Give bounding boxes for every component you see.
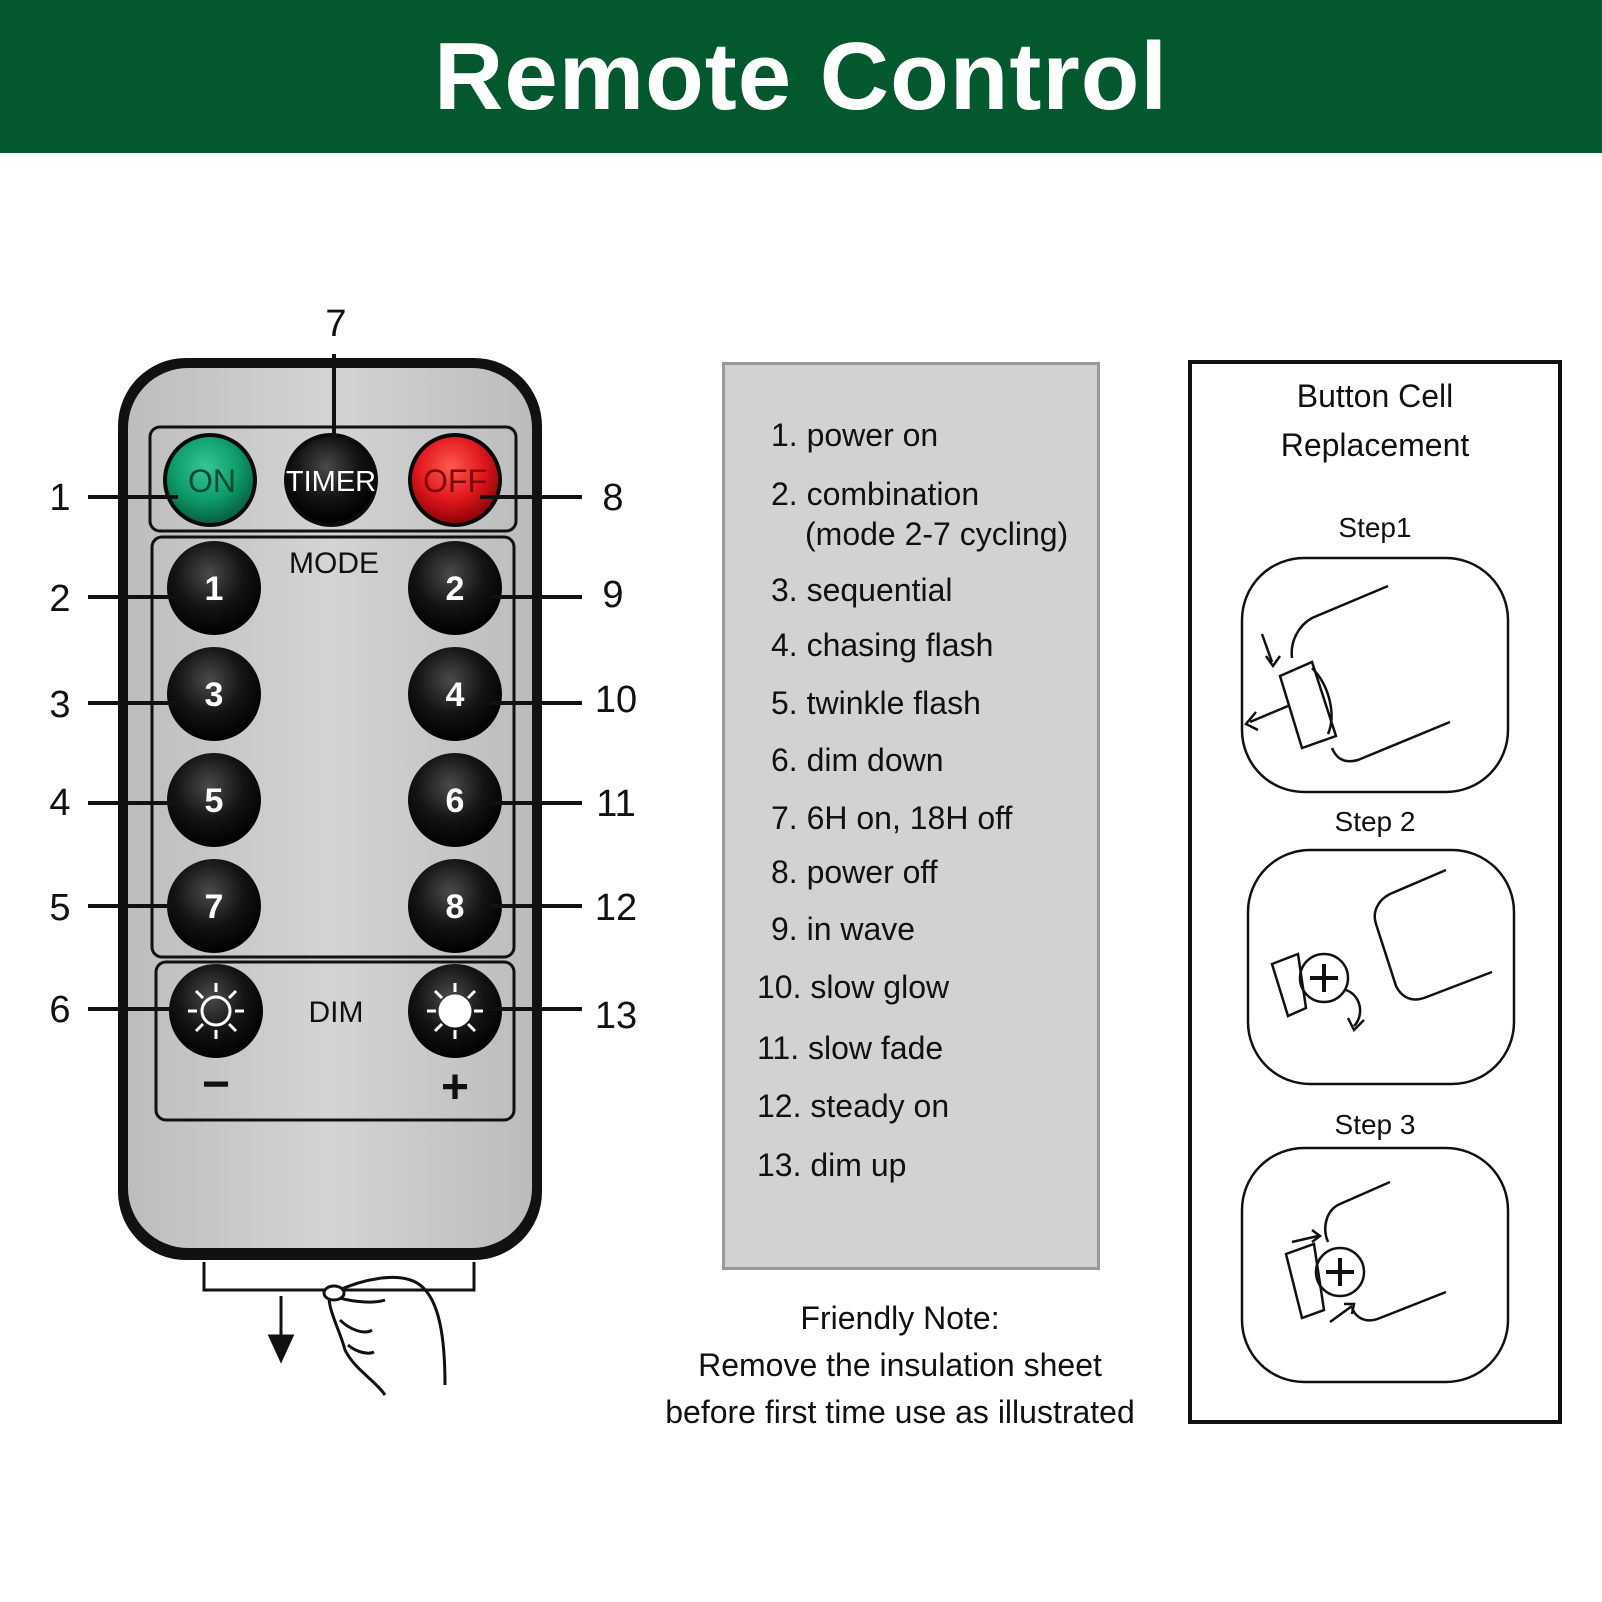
mode-button-label: 6 <box>446 782 465 820</box>
callout-11: 11 <box>596 783 635 825</box>
mode-button-6[interactable]: 6 <box>408 753 502 847</box>
sun-filled-icon <box>427 983 483 1039</box>
function-legend: 1. power on 2. combination (mode 2-7 cyc… <box>722 362 1100 1270</box>
legend-item-4: 4. chasing flash <box>771 627 994 663</box>
legend-item-1: 1. power on <box>771 417 939 453</box>
legend-item-5: 5. twinkle flash <box>771 685 981 721</box>
callout-3: 3 <box>49 684 70 726</box>
on-button[interactable]: ON <box>163 433 257 527</box>
minus-label: − <box>202 1058 230 1111</box>
mode-button-label: 5 <box>205 782 224 820</box>
legend-item-6: 6. dim down <box>771 742 944 778</box>
callout-5: 5 <box>49 887 70 929</box>
callout-13: 13 <box>595 995 637 1037</box>
callout-1: 1 <box>49 477 70 519</box>
mode-button-8[interactable]: 8 <box>408 859 502 953</box>
mode-panel <box>150 535 516 959</box>
dim-up-button[interactable] <box>408 964 502 1058</box>
title-banner: Remote Control <box>0 0 1602 153</box>
note-title: Friendly Note: <box>800 1300 1000 1336</box>
button-cell-panel: Button Cell Replacement Step1 Step 2 Ste… <box>1188 360 1562 1424</box>
timer-button-label: TIMER <box>286 466 376 498</box>
mode-button-label: 7 <box>205 888 224 926</box>
step-3-illustration <box>1240 1146 1510 1384</box>
mode-button-label: 2 <box>446 570 465 608</box>
mode-button-7[interactable]: 7 <box>167 859 261 953</box>
mode-button-label: 8 <box>446 888 465 926</box>
callout-12: 12 <box>595 887 637 929</box>
step-1-illustration <box>1240 556 1510 794</box>
cell-title-line-2: Replacement <box>1280 427 1470 463</box>
legend-item-8: 8. power off <box>771 854 938 890</box>
legend-item-12: 12. steady on <box>757 1088 950 1124</box>
legend-item-3: 3. sequential <box>771 572 953 608</box>
legend-item-9: 9. in wave <box>771 911 916 947</box>
on-button-label: ON <box>188 463 236 499</box>
friendly-note: Friendly Note: Remove the insulation she… <box>600 1295 1200 1436</box>
legend-item-7: 7. 6H on, 18H off <box>771 800 1013 836</box>
callout-10: 10 <box>595 679 637 721</box>
mode-button-5[interactable]: 5 <box>167 753 261 847</box>
plus-label: + <box>441 1061 469 1114</box>
legend-item-2: 2. combination <box>771 476 980 512</box>
callout-9: 9 <box>602 574 623 616</box>
insulation-sheet-illustration <box>202 1262 476 1396</box>
remote-diagram: ON TIMER OFF MODE 1 2 3 4 5 6 7 8 <box>49 303 637 1396</box>
cell-title-line-1: Button Cell <box>1296 378 1454 414</box>
dim-label: DIM <box>309 996 364 1029</box>
timer-button[interactable]: TIMER <box>284 433 378 527</box>
step-1-label: Step1 <box>1338 512 1412 543</box>
mode-label: MODE <box>289 547 379 580</box>
dim-panel <box>154 960 516 1122</box>
dim-down-button[interactable] <box>169 964 263 1058</box>
callout-6: 6 <box>49 989 70 1031</box>
legend-item-11: 11. slow fade <box>757 1030 944 1066</box>
step-2-label: Step 2 <box>1334 806 1416 837</box>
mode-button-label: 1 <box>205 570 224 608</box>
off-button[interactable]: OFF <box>408 433 502 527</box>
callout-7: 7 <box>325 303 346 345</box>
off-button-label: OFF <box>423 463 487 499</box>
note-line-2: Remove the insulation sheet <box>698 1347 1102 1383</box>
step-2-illustration <box>1246 848 1516 1086</box>
mode-button-4[interactable]: 4 <box>408 647 502 741</box>
note-line-3: before first time use as illustrated <box>665 1394 1135 1430</box>
mode-button-1[interactable]: 1 <box>167 541 261 635</box>
mode-button-2[interactable]: 2 <box>408 541 502 635</box>
callout-2: 2 <box>49 578 70 620</box>
callout-8: 8 <box>602 477 623 519</box>
legend-item-2-detail: (mode 2-7 cycling) <box>805 516 1069 552</box>
mode-button-label: 3 <box>205 676 224 714</box>
mode-button-3[interactable]: 3 <box>167 647 261 741</box>
sun-outline-icon <box>188 983 244 1039</box>
callout-4: 4 <box>49 782 70 824</box>
mode-button-label: 4 <box>446 676 465 714</box>
legend-item-10: 10. slow glow <box>757 969 950 1005</box>
callout-lines <box>88 354 582 1011</box>
step-3-label: Step 3 <box>1334 1109 1416 1140</box>
legend-item-13: 13. dim up <box>757 1147 907 1183</box>
page-title: Remote Control <box>434 22 1168 130</box>
